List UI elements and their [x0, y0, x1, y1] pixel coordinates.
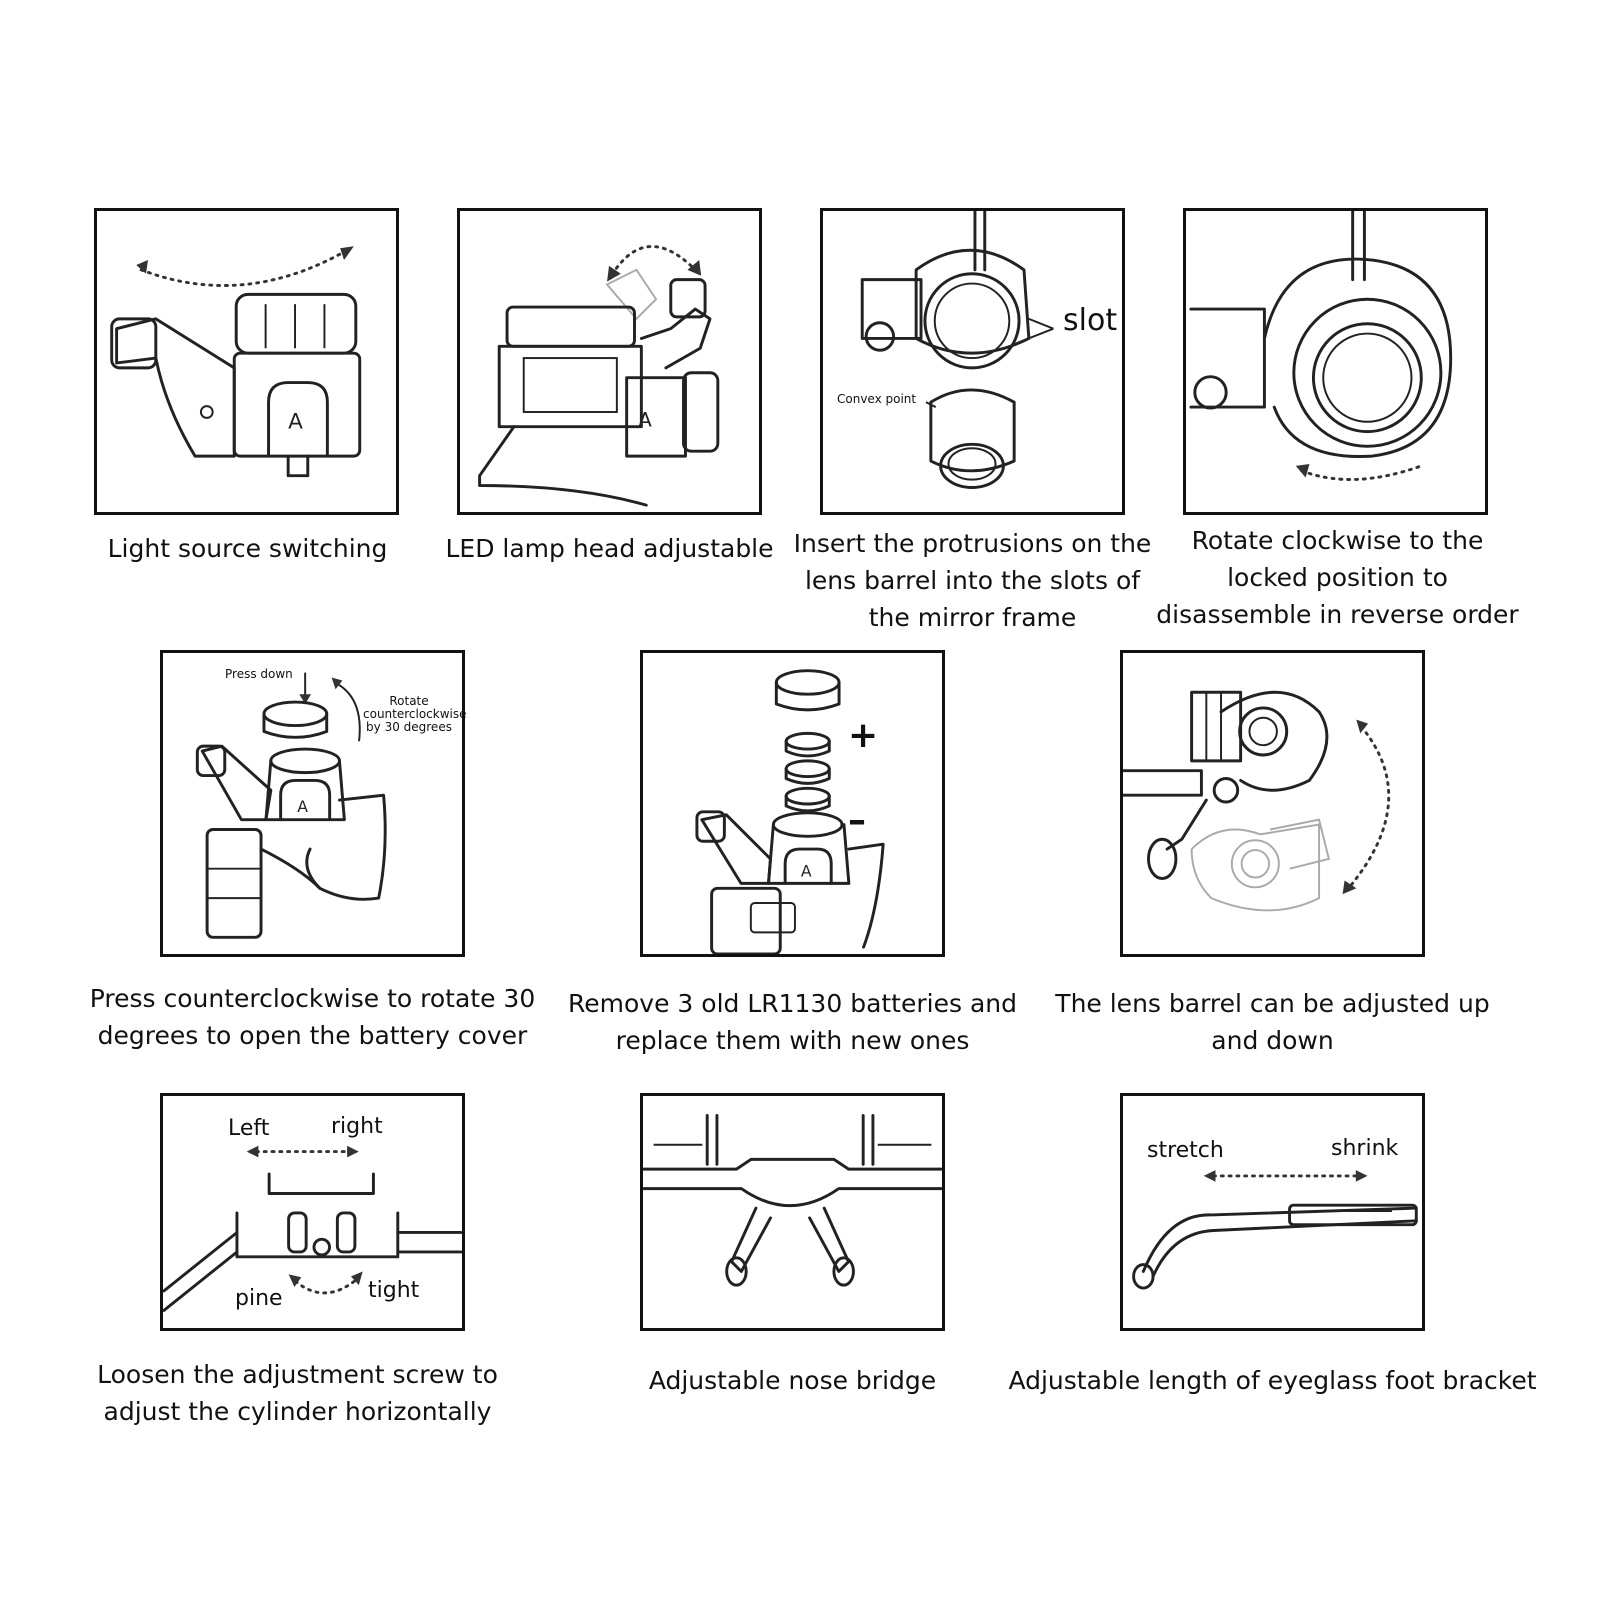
tight-label: tight — [368, 1278, 420, 1303]
lens-frame-illustration — [860, 211, 1054, 489]
caption-6: Remove 3 old LR1130 batteries and replac… — [568, 989, 1017, 1055]
pine-label: pine — [235, 1286, 283, 1311]
cylinder-adjust-illustration — [163, 1145, 462, 1312]
nose-bridge-illustration — [643, 1114, 942, 1287]
rotate-label: Rotate counterclockwise by 30 degrees — [363, 694, 467, 734]
panel-nose-bridge — [640, 1093, 945, 1331]
svg-text:A: A — [801, 862, 812, 881]
convex-point-label: Convex point — [837, 392, 917, 406]
slot-label: slot — [1063, 303, 1118, 338]
positive-sign: + — [848, 715, 879, 756]
panel-led-lamp-head: A — [457, 208, 762, 515]
shrink-label: shrink — [1331, 1136, 1399, 1161]
lens-barrel-pivot-illustration — [1123, 690, 1391, 912]
caption-8: Loosen the adjustment screw to adjust th… — [97, 1360, 498, 1426]
svg-text:A: A — [638, 409, 652, 432]
press-down-label: Press down — [225, 667, 293, 681]
svg-text:A: A — [288, 410, 303, 435]
negative-sign: – — [848, 800, 866, 841]
caption-7: The lens barrel can be adjusted up and d… — [1055, 989, 1490, 1055]
caption-4: Rotate clockwise to the locked position … — [1156, 526, 1519, 629]
caption-2: LED lamp head adjustable — [445, 534, 774, 563]
panel-horizontal-adjust: Left right pine tight — [160, 1093, 465, 1331]
panel-light-source-switching: A — [94, 208, 399, 515]
caption-1: Light source switching — [107, 534, 388, 563]
panel-rotate-clockwise — [1183, 208, 1488, 515]
battery-replacement-illustration: A — [695, 669, 885, 954]
caption-10: Adjustable length of eyeglass foot brack… — [1008, 1366, 1537, 1395]
eyeglass-foot-illustration — [1132, 1170, 1418, 1290]
lamp-head-illustration: A — [478, 245, 720, 507]
left-label: Left — [228, 1116, 270, 1141]
panel-lens-up-down — [1120, 650, 1425, 957]
svg-text:A: A — [297, 797, 308, 816]
lens-rotation-illustration — [1189, 211, 1453, 481]
caption-3: Insert the protrusions on the lens barre… — [793, 529, 1152, 632]
panel-foot-bracket: stretch shrink — [1120, 1093, 1425, 1331]
panel-batteries: A + – — [640, 650, 945, 957]
headlamp-illustration: A — [110, 246, 362, 478]
caption-9: Adjustable nose bridge — [648, 1366, 937, 1395]
panel-battery-cover: A Press down Rotate counterclockwise by … — [160, 650, 467, 957]
battery-cover-illustration: A — [195, 672, 387, 939]
right-label: right — [331, 1114, 383, 1139]
caption-5: Press counterclockwise to rotate 30 degr… — [89, 984, 536, 1050]
panel-insert-lens: slot Convex point — [820, 208, 1125, 515]
stretch-label: stretch — [1147, 1138, 1224, 1163]
